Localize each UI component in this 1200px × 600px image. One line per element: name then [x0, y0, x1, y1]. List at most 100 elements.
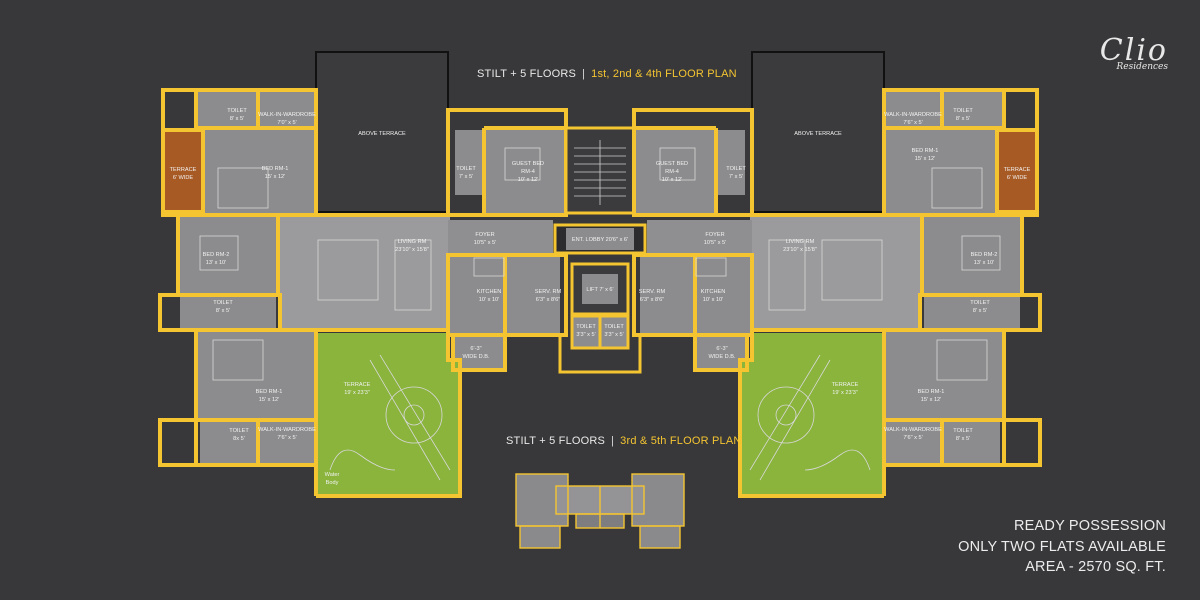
label-living-rm-size: 23'10" x 15'8"	[395, 247, 429, 253]
label-kitchen: KITCHEN	[477, 289, 502, 295]
label-foyer: FOYER	[475, 232, 494, 238]
label-living-rm-size: 23'10" x 15'8"	[783, 247, 817, 253]
label-guest-bed: GUEST BED	[512, 161, 544, 167]
header-top-prefix: STILT + 5 FLOORS	[477, 68, 577, 80]
label-toilet-size: 8' x 5'	[230, 116, 244, 122]
label-guest-bed-size: 10' x 12'	[518, 177, 539, 183]
label-toilet: TOILET	[227, 108, 247, 114]
label-kitchen-size: 10' x 10'	[703, 297, 724, 303]
center-core: ENT. LOBBY 20'6" x 6' LIFT 7' x 6' TOILE…	[553, 126, 647, 374]
label-living-rm: LIVING RM	[398, 239, 427, 245]
label-kitchen: KITCHEN	[701, 289, 726, 295]
header-bottom-floors: 3rd & 5th FLOOR PLAN	[620, 435, 742, 447]
label-toilet: TOILET	[576, 324, 596, 330]
right-flat: ABOVE TERRACE TOILET 8' x 5' WALK-IN-WAR…	[632, 51, 1042, 498]
label-toilet: TOILET	[726, 166, 746, 172]
label-bed-rm-2: BED RM-2	[971, 252, 998, 258]
label-toilet: TOILET	[953, 428, 973, 434]
terrace-green-right	[740, 333, 884, 496]
label-bed-rm-1: BED RM-1	[262, 166, 289, 172]
label-toilet-size: 8' x 5'	[956, 116, 970, 122]
label-terrace-big: TERRACE	[344, 382, 371, 388]
label-terrace-big-size: 19' x 23'3"	[344, 390, 370, 396]
label-foyer-size: 10'5" x 5'	[704, 240, 726, 246]
label-bed-rm-1: BED RM-1	[256, 389, 283, 395]
label-wardrobe-size: 7'6" x 5'	[903, 435, 922, 441]
label-living-rm: LIVING RM	[786, 239, 815, 245]
logo-name: Clio	[1099, 33, 1168, 68]
label-foyer-size: 10'5" x 5'	[474, 240, 496, 246]
header-bottom-prefix: STILT + 5 FLOORS	[506, 435, 606, 447]
label-guest-bed: GUEST BED	[656, 161, 688, 167]
label-terrace-size: 6' WIDE	[1007, 175, 1028, 181]
key-plan-thumbnail	[515, 473, 685, 549]
label-toilet-size: 8' x 5'	[956, 436, 970, 442]
label-wardrobe-size: 7'6" x 5'	[277, 435, 296, 441]
label-db: 6'-3"	[470, 346, 481, 352]
clio-residences-logo: Clio Residences	[1099, 33, 1168, 73]
label-wardrobe-size: 7'0" x 5'	[277, 120, 296, 126]
label-water: Water	[325, 472, 340, 478]
label-bed-rm-1-size: 15' x 12'	[265, 174, 286, 180]
terrace-green-left	[316, 333, 460, 496]
flats-available-text: ONLY TWO FLATS AVAILABLE	[958, 538, 1166, 555]
label-toilet-size: 8' x 5'	[216, 308, 230, 314]
label-terrace-big-size: 19' x 23'3"	[832, 390, 858, 396]
label-wardrobe: WALK-IN-WARDROBE	[884, 112, 942, 118]
label-bed-rm-1: BED RM-1	[918, 389, 945, 395]
label-wardrobe-size: 7'6" x 5'	[903, 120, 922, 126]
label-toilet-size: 8' x 5'	[973, 308, 987, 314]
label-bed-rm-1-size: 15' x 12'	[921, 397, 942, 403]
label-above-terrace-left: ABOVE TERRACE	[358, 131, 406, 137]
label-bed-rm-1-size: 15' x 12'	[915, 156, 936, 162]
left-flat: ABOVE TERRACE TOILET 8' x 5' WALK-IN-WAR…	[158, 51, 568, 498]
above-terrace-left	[315, 51, 449, 213]
label-db-sub: WIDE D.B.	[462, 354, 489, 360]
label-bed-rm-2-size: 13' x 10'	[206, 260, 227, 266]
label-kitchen-size: 10' x 10'	[479, 297, 500, 303]
header-bottom-floor-plan: STILT + 5 FLOORS|3rd & 5th FLOOR PLAN	[506, 435, 742, 447]
label-water-sub: Body	[326, 480, 339, 486]
label-terrace: TERRACE	[1004, 167, 1031, 173]
label-bed-rm-2: BED RM-2	[203, 252, 230, 258]
label-wardrobe: WALK-IN-WARDROBE	[258, 112, 316, 118]
label-toilet-size: 3'3" x 5'	[604, 332, 623, 338]
label-terrace-big: TERRACE	[832, 382, 859, 388]
label-serv-rm-size: 6'3" x 8'6"	[640, 297, 664, 303]
label-toilet: TOILET	[953, 108, 973, 114]
ready-possession-text: READY POSSESSION	[1013, 518, 1166, 534]
header-top-floors: 1st, 2nd & 4th FLOOR PLAN	[591, 68, 737, 80]
label-toilet: TOILET	[970, 300, 990, 306]
label-toilet-size: 7' x 5'	[729, 174, 743, 180]
logo-sub: Residences	[1116, 62, 1168, 72]
label-serv-rm-size: 6'3" x 8'6"	[536, 297, 560, 303]
label-guest-bed-size: 10' x 12'	[662, 177, 683, 183]
label-guest-bed-sub: RM-4	[665, 169, 679, 175]
label-db: 6'-3"	[716, 346, 727, 352]
area-text: AREA - 2570 SQ. FT.	[1025, 559, 1166, 575]
label-wardrobe: WALK-IN-WARDROBE	[258, 427, 316, 433]
label-toilet: TOILET	[213, 300, 233, 306]
label-guest-bed-sub: RM-4	[521, 169, 535, 175]
label-toilet-size: 8x 5'	[233, 436, 245, 442]
label-lift: LIFT 7' x 6'	[586, 287, 613, 293]
label-serv-rm: SERV. RM	[535, 289, 562, 295]
label-bed-rm-2-size: 13' x 10'	[974, 260, 995, 266]
label-terrace-size: 6' WIDE	[173, 175, 194, 181]
label-toilet: TOILET	[229, 428, 249, 434]
label-bed-rm-1-size: 15' x 12'	[259, 397, 280, 403]
terrace-6ft-left	[163, 130, 203, 212]
terrace-6ft-right	[997, 130, 1037, 212]
label-toilet: TOILET	[604, 324, 624, 330]
header-top-floor-plan: STILT + 5 FLOORS|1st, 2nd & 4th FLOOR PL…	[477, 68, 737, 80]
label-terrace: TERRACE	[170, 167, 197, 173]
label-toilet-size: 7' x 5'	[459, 174, 473, 180]
label-above-terrace-right: ABOVE TERRACE	[794, 131, 842, 137]
label-toilet-size: 3'3" x 5'	[576, 332, 595, 338]
label-serv-rm: SERV. RM	[639, 289, 666, 295]
label-bed-rm-1: BED RM-1	[912, 148, 939, 154]
label-wardrobe: WALK-IN-WARDROBE	[884, 427, 942, 433]
label-db-sub: WIDE D.B.	[708, 354, 735, 360]
